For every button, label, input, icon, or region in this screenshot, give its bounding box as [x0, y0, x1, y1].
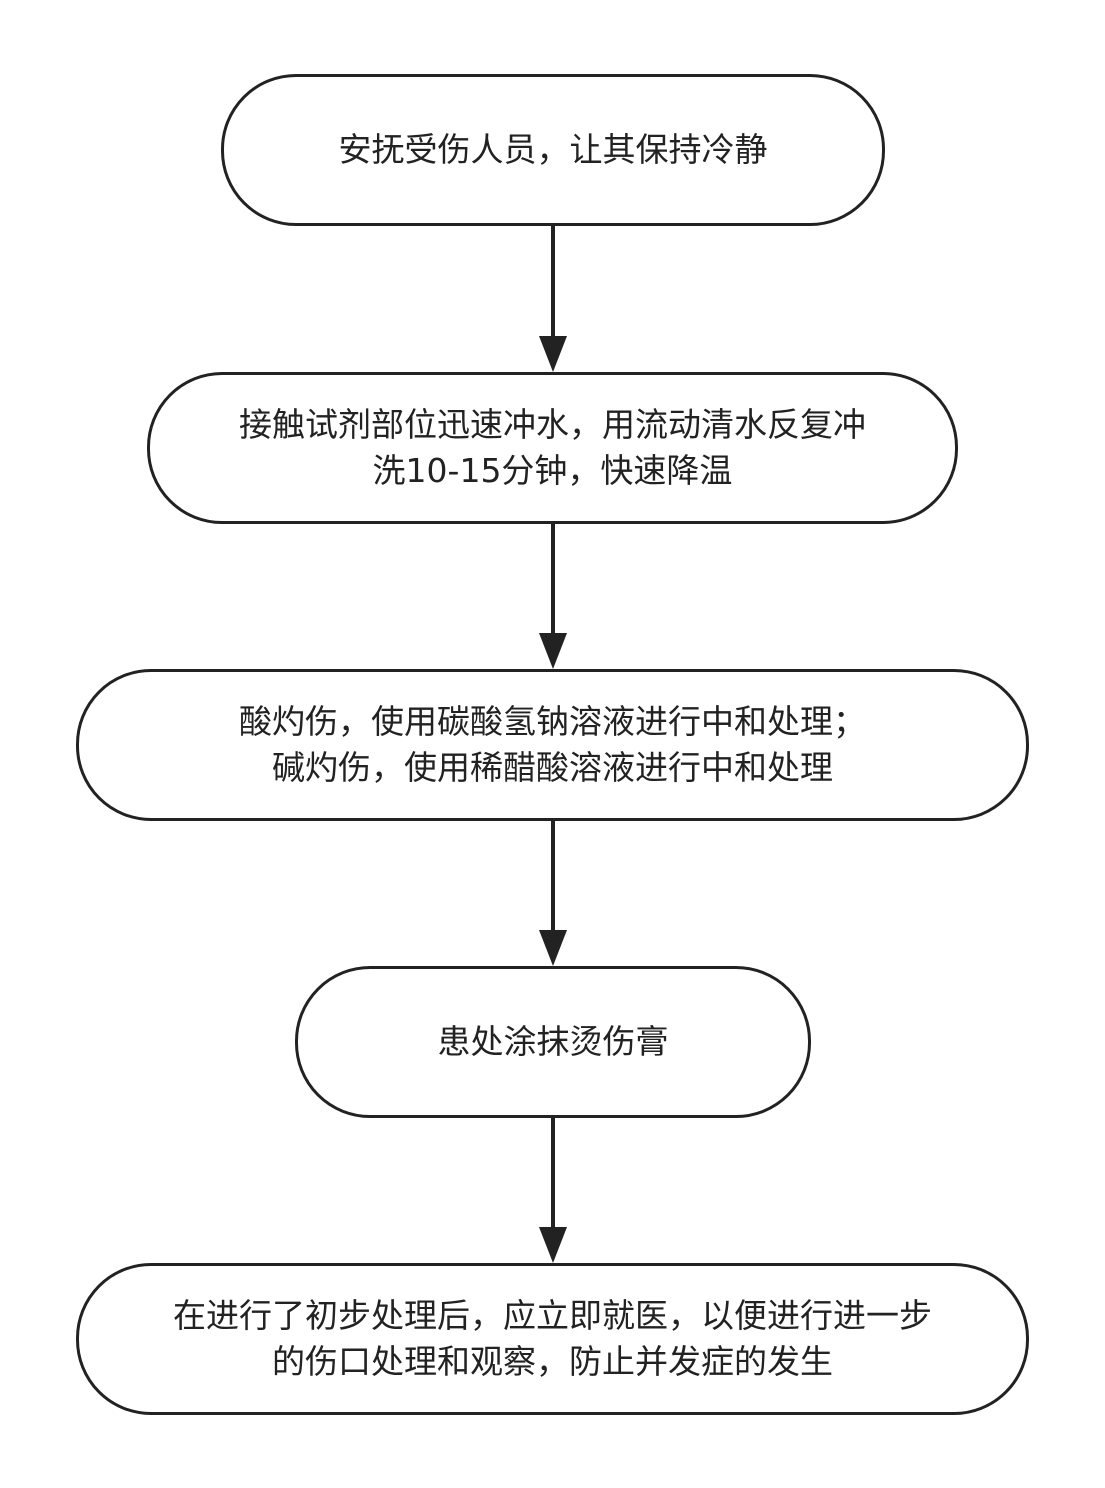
node-rinse-with-water: 接触试剂部位迅速冲水，用流动清水反复冲 洗10-15分钟，快速降温 — [147, 372, 958, 524]
node-neutralize-line-1: 酸灼伤，使用碳酸氢钠溶液进行中和处理； — [239, 702, 866, 741]
edge-n2-n3-arrowhead — [539, 633, 567, 669]
node-rinse-with-water-line-1: 接触试剂部位迅速冲水，用流动清水反复冲 — [239, 405, 866, 444]
node-neutralize: 酸灼伤，使用碳酸氢钠溶液进行中和处理； 碱灼伤，使用稀醋酸溶液进行中和处理 — [76, 669, 1029, 821]
node-apply-burn-ointment: 患处涂抹烫伤膏 — [295, 966, 811, 1118]
node-neutralize-line-2: 碱灼伤，使用稀醋酸溶液进行中和处理 — [272, 748, 833, 787]
node-seek-medical-care-line-2: 的伤口处理和观察，防止并发症的发生 — [272, 1342, 833, 1381]
node-calm-victim: 安抚受伤人员，让其保持冷静 — [221, 74, 885, 226]
node-apply-burn-ointment-line-1: 患处涂抹烫伤膏 — [437, 1022, 669, 1061]
node-rinse-with-water-line-2: 洗10-15分钟，快速降温 — [372, 451, 733, 490]
edge-n3-n4-arrowhead — [539, 930, 567, 966]
node-calm-victim-line-1: 安抚受伤人员，让其保持冷静 — [338, 130, 768, 169]
edge-n1-n2-arrowhead — [539, 336, 567, 372]
node-seek-medical-care-line-1: 在进行了初步处理后，应立即就医，以便进行进一步 — [173, 1296, 932, 1335]
edge-n4-n5-arrowhead — [539, 1227, 567, 1263]
node-seek-medical-care: 在进行了初步处理后，应立即就医，以便进行进一步 的伤口处理和观察，防止并发症的发… — [76, 1263, 1029, 1415]
